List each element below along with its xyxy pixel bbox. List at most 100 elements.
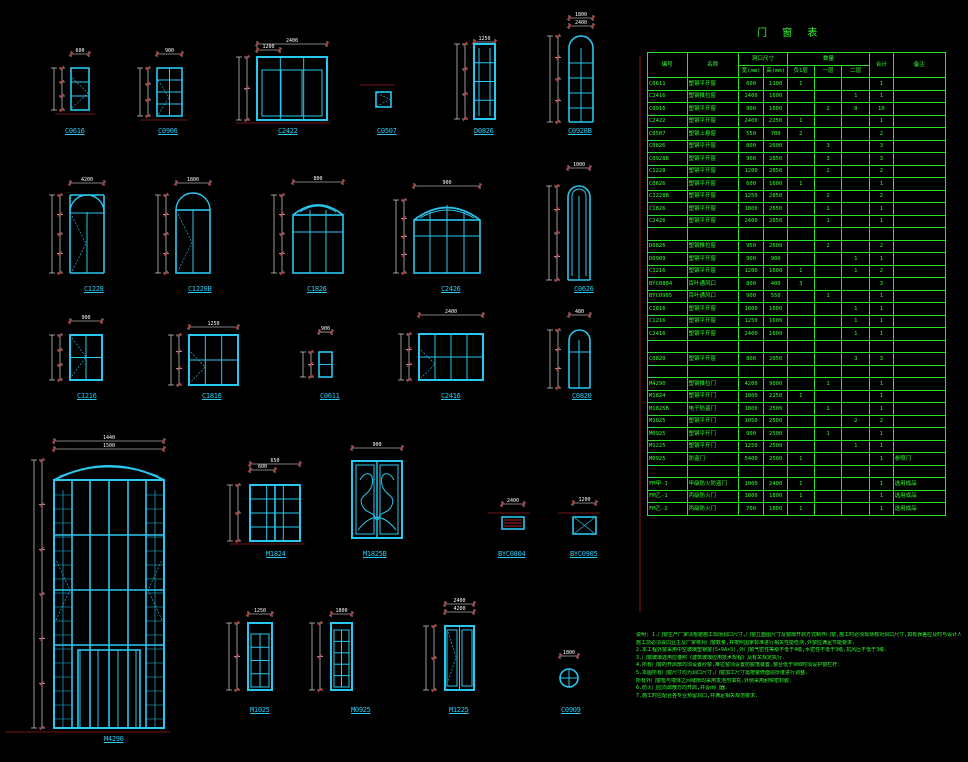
- elevation-label: C0909: [561, 706, 581, 714]
- elevation-label: M4290: [104, 735, 124, 743]
- cell-q2: 3: [813, 152, 843, 166]
- cell-q1: [786, 227, 815, 241]
- cell-q1: [786, 102, 815, 116]
- cell-q3: [841, 177, 871, 191]
- cell-q2: [813, 327, 843, 341]
- cell-q1: [786, 402, 815, 416]
- dimension-text: 900: [165, 48, 174, 54]
- elevation-label: C0626: [574, 285, 594, 293]
- cell-q1: [786, 302, 815, 316]
- dimension-text: 2400: [286, 38, 298, 44]
- cell-q1: 2: [786, 127, 815, 141]
- cell-height: 1600: [763, 177, 788, 191]
- cell-code: FM乙-1: [647, 489, 688, 503]
- cell-remark: [892, 152, 947, 166]
- cell-remark: [892, 77, 947, 91]
- cell-code: [647, 227, 688, 241]
- elevation-C1816: 1250: [168, 321, 241, 388]
- cell-width: 2400: [737, 327, 765, 341]
- cell-code: C0826: [647, 139, 688, 153]
- cell-remark: [892, 427, 947, 441]
- cell-code: M1824: [647, 389, 688, 403]
- elevation-label: C1228: [84, 285, 104, 293]
- cell-q3: [841, 214, 871, 228]
- cell-name: [686, 339, 739, 353]
- cell-q2: [813, 464, 843, 478]
- cell-q1: [786, 139, 815, 153]
- cell-total: 3: [869, 277, 894, 291]
- cell-q3: [841, 339, 871, 353]
- cell-name: 塑钢推拉窗: [686, 89, 739, 103]
- cell-q1: [786, 239, 815, 253]
- cell-remark: [892, 164, 947, 178]
- cell-width: 900: [737, 102, 765, 116]
- cell-height: 1800: [763, 502, 788, 516]
- cell-width: 600: [737, 77, 765, 91]
- dimension-text: 1250: [254, 608, 266, 614]
- cell-height: 2500: [763, 414, 788, 428]
- cell-total: 1: [869, 77, 894, 91]
- cell-q1: [786, 439, 815, 453]
- elevation-C0616: 600: [51, 48, 95, 115]
- cell-q1: [786, 152, 815, 166]
- cell-code: M1825B: [647, 402, 688, 416]
- cell-total: 2: [869, 189, 894, 203]
- cell-remark: [892, 214, 947, 228]
- cell-name: 塑钢平开窗: [686, 114, 739, 128]
- elevation-label: D0826: [474, 127, 494, 135]
- cell-q1: [786, 339, 815, 353]
- cell-height: 2250: [763, 114, 788, 128]
- header-remark: 备注: [892, 52, 947, 78]
- cell-q3: 1: [841, 89, 871, 103]
- cell-q1: [786, 327, 815, 341]
- cell-width: 900: [737, 289, 765, 303]
- dimension-text: 2400: [575, 20, 587, 26]
- header-height: 高(mm): [763, 64, 788, 78]
- cell-height: 2650: [763, 202, 788, 216]
- cell-name: 塑钢平开窗: [686, 77, 739, 91]
- door-window-table-title: 门 窗 表: [757, 28, 824, 39]
- cell-name: 百叶通风口: [686, 289, 739, 303]
- elevation-label: C2422: [278, 127, 298, 135]
- cell-height: 1600: [763, 89, 788, 103]
- cell-remark: [892, 414, 947, 428]
- elevation-label: C1228B: [188, 285, 212, 293]
- cell-width: [737, 339, 765, 353]
- cell-height: 1800: [763, 489, 788, 503]
- cell-remark: [892, 177, 947, 191]
- cell-q3: 2: [841, 414, 871, 428]
- cell-q3: [841, 464, 871, 478]
- cell-total: 1: [869, 302, 894, 316]
- elevation-label: C0906: [158, 127, 178, 135]
- cell-q3: [841, 502, 871, 516]
- cell-q3: [841, 114, 871, 128]
- cell-total: 1: [869, 314, 894, 328]
- cell-remark: [892, 277, 947, 291]
- cell-q2: [813, 339, 843, 353]
- cell-q3: [841, 489, 871, 503]
- cell-name: 塑钢平开窗: [686, 302, 739, 316]
- elevation-C1826: 800: [271, 176, 346, 276]
- table-row: [647, 464, 947, 478]
- cell-remark: [892, 264, 947, 278]
- cell-q3: 1: [841, 327, 871, 341]
- cell-code: M0925: [647, 452, 688, 466]
- cell-name: 塑钢平开窗: [686, 189, 739, 203]
- dimension-text: 600: [258, 464, 267, 470]
- cell-q3: 1: [841, 302, 871, 316]
- cell-remark: [892, 139, 947, 153]
- cell-q2: [813, 489, 843, 503]
- elevation-M1025: 1250: [226, 608, 275, 693]
- cell-q2: [813, 314, 843, 328]
- notes-block: 说明: 1.门窗生产厂家须根据施工现场洞口尺寸,门窗立面图尺寸及窗扇开启方式制作…: [636, 632, 961, 700]
- dimension-text: 900: [81, 315, 90, 321]
- elevation-label: C0507: [377, 127, 397, 135]
- cell-width: 2400: [737, 89, 765, 103]
